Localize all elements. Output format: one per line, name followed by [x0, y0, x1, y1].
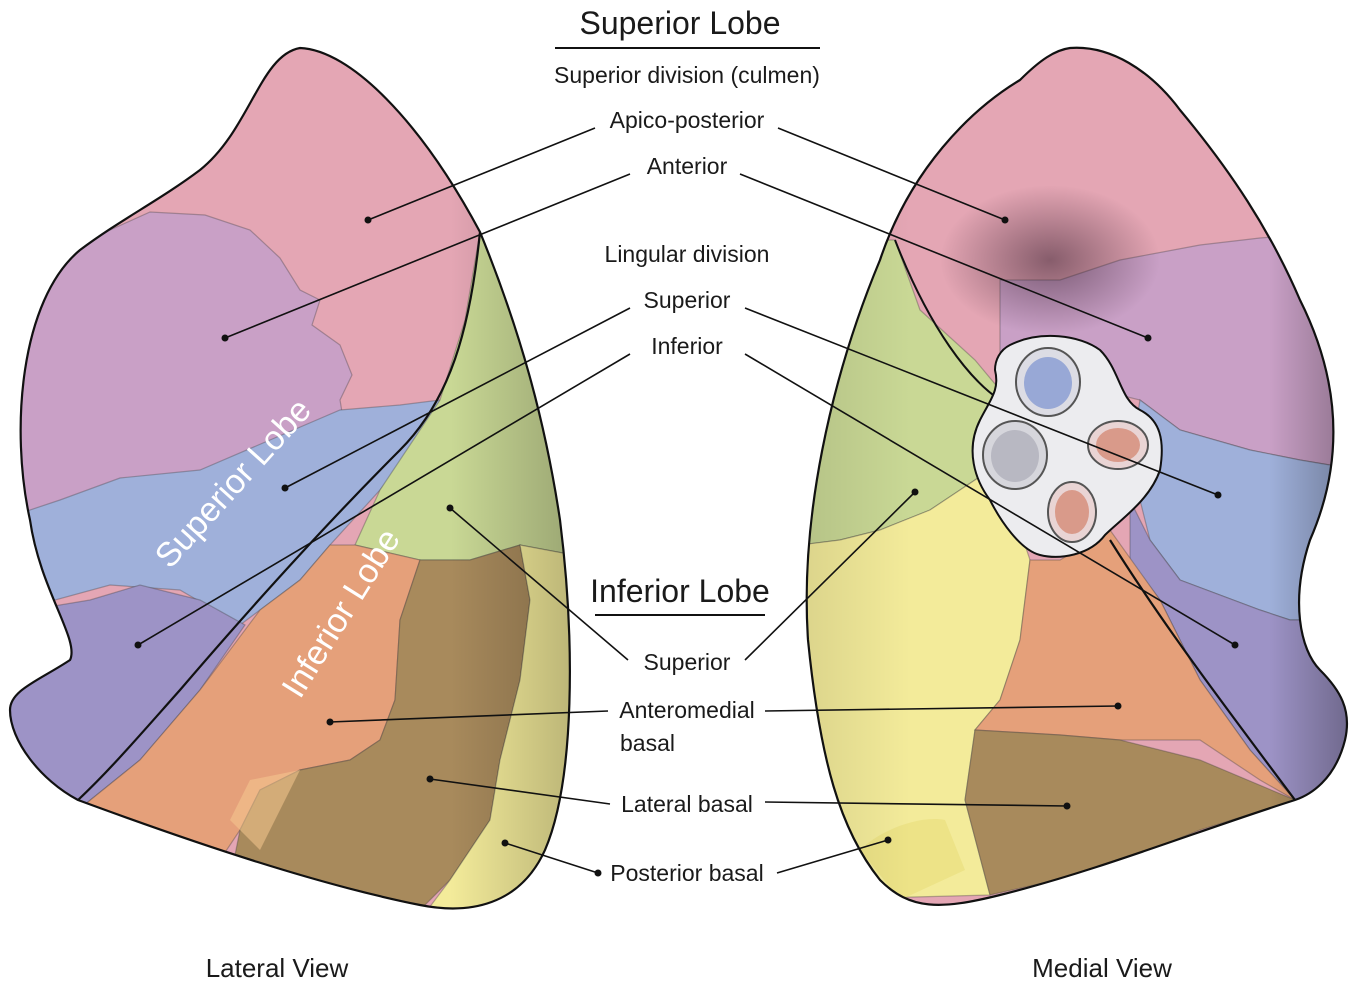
leader-dot: [1145, 335, 1152, 342]
label-anteromedial-line2: basal: [620, 730, 675, 756]
label-posterior-basal: Posterior basal: [610, 860, 763, 886]
leader-dot: [222, 335, 229, 342]
pulmonary-vein-inferior-lumen: [1055, 490, 1089, 534]
leader-dot: [1064, 803, 1071, 810]
caption-medial-view: Medial View: [1032, 953, 1172, 983]
pulmonary-vein-superior-lumen: [1096, 428, 1140, 462]
heading-superior-lobe: Superior Lobe: [579, 5, 780, 41]
label-apico-posterior: Apico-posterior: [610, 107, 765, 133]
label-lateral-basal: Lateral basal: [621, 791, 753, 817]
leader-dot: [912, 489, 919, 496]
leader-dot: [885, 837, 892, 844]
pulmonary-artery-lumen: [1024, 357, 1072, 409]
heading-lingular-division: Lingular division: [605, 241, 770, 267]
leader-dot: [595, 870, 602, 877]
leader-dot: [282, 485, 289, 492]
edge-shading-lateral: [0, 0, 600, 987]
leader-dot: [135, 642, 142, 649]
leader-dot: [1115, 703, 1122, 710]
leader-dot: [1215, 492, 1222, 499]
heading-superior-division: Superior division (culmen): [554, 62, 820, 88]
caption-lateral-view: Lateral View: [206, 953, 349, 983]
label-lingular-superior: Superior: [644, 287, 731, 313]
label-anteromedial-line1: Anteromedial: [619, 697, 755, 723]
label-inferior-superior: Superior: [644, 649, 731, 675]
leader-dot: [447, 505, 454, 512]
leader-dot: [365, 217, 372, 224]
label-lingular-inferior: Inferior: [651, 333, 723, 359]
label-anterior: Anterior: [647, 153, 728, 179]
medial-lung: [780, 0, 1352, 987]
leader-dot: [427, 776, 434, 783]
leader-dot: [502, 840, 509, 847]
bronchus-lumen: [991, 430, 1039, 482]
lateral-lung: Superior Lobe Inferior Lobe: [0, 0, 700, 987]
leader-dot: [1232, 642, 1239, 649]
leader-dot: [327, 719, 334, 726]
leader-dot: [1002, 217, 1009, 224]
heading-inferior-lobe: Inferior Lobe: [590, 573, 770, 609]
